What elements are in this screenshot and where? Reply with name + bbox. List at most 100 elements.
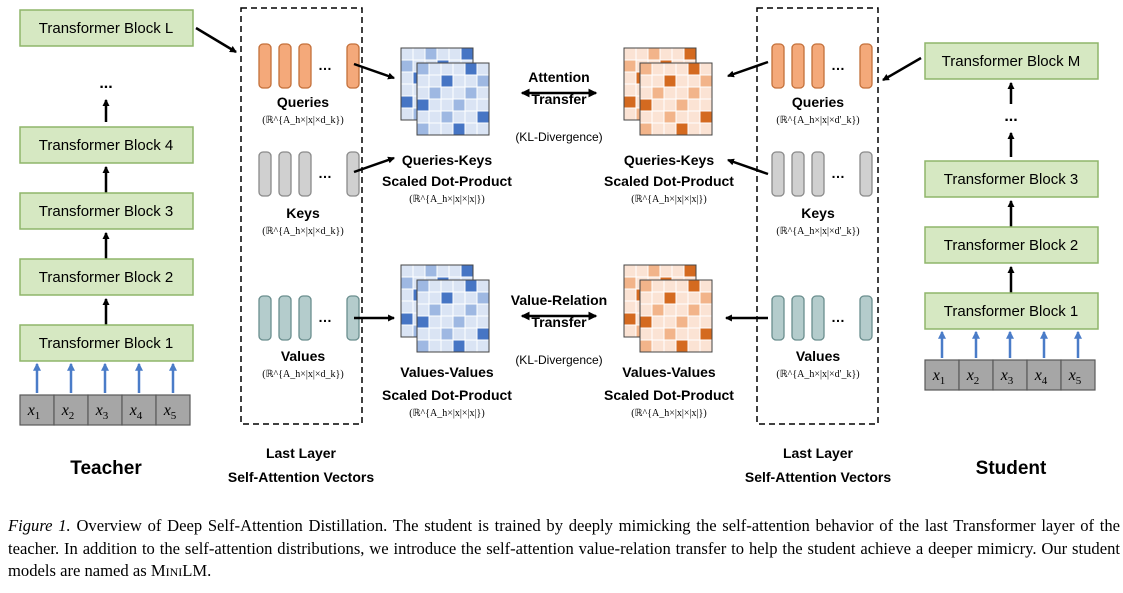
student-vv-cell xyxy=(639,303,653,317)
teacher-vv-label-line2: Scaled Dot-Product xyxy=(382,387,512,403)
teacher-qk-cell xyxy=(428,86,442,100)
teacher-qk-cell xyxy=(428,62,442,76)
teacher-label: Teacher xyxy=(70,458,142,479)
student-keys-to-matrix-arrow xyxy=(727,158,769,176)
teacher-qk-cell xyxy=(460,47,474,61)
student-queries-label: Queries xyxy=(792,94,844,110)
student-qk-cell xyxy=(687,122,701,136)
student-vv-cell xyxy=(675,339,689,353)
teacher-vv-cell xyxy=(416,327,430,341)
student-qk-cell xyxy=(623,59,637,73)
teacher-vv-cell xyxy=(464,327,478,341)
teacher-vv-cell xyxy=(464,291,478,305)
teacher-qk-cell xyxy=(416,62,430,76)
teacher-qk-cell xyxy=(452,110,466,124)
student-to-vectors-arrow xyxy=(882,56,922,82)
teacher-query-vector xyxy=(298,43,312,89)
student-qk-cell xyxy=(663,62,677,76)
teacher-value-vector xyxy=(278,295,292,341)
student-qk-cell xyxy=(639,62,653,76)
student-qk-label-line1: Queries-Keys xyxy=(624,152,714,168)
teacher-vv-cell xyxy=(476,303,490,317)
teacher-vv-cell xyxy=(428,327,442,341)
student-vv-cell xyxy=(623,264,637,278)
teacher-query-vector-ellipsis: … xyxy=(318,57,332,73)
student-value-vector-ellipsis: … xyxy=(831,309,845,325)
attention-transfer-line1: Attention xyxy=(528,69,589,85)
teacher-vv-cell xyxy=(464,279,478,293)
student-qk-cell xyxy=(675,74,689,88)
teacher-qk-cell xyxy=(416,74,430,88)
student-qk-attention-matrix xyxy=(623,47,713,136)
teacher-vv-cell xyxy=(440,303,454,317)
student-vv-cell xyxy=(623,312,637,326)
student-vv-cell xyxy=(687,327,701,341)
student-qk-cell xyxy=(687,98,701,112)
diagram-canvas: Transformer Block L ... Transformer Bloc… xyxy=(19,7,1099,485)
student-value-vector xyxy=(771,295,785,341)
student-qk-cell xyxy=(699,122,713,136)
student-qk-cell xyxy=(623,83,637,97)
student-query-vector xyxy=(771,43,785,89)
teacher-token-box xyxy=(155,394,191,426)
teacher-qk-cell xyxy=(400,59,414,73)
student-qk-cell xyxy=(639,74,653,88)
student-qk-cell xyxy=(699,110,713,124)
student-vv-cell xyxy=(687,315,701,329)
student-block-3 xyxy=(924,160,1099,198)
teacher-qk-attention-matrix xyxy=(400,47,490,136)
teacher-vv-relation-matrix xyxy=(400,264,490,353)
teacher-vv-cell xyxy=(452,315,466,329)
student-qk-cell xyxy=(639,110,653,124)
teacher-vv-cell xyxy=(476,339,490,353)
student-qk-cell xyxy=(639,86,653,100)
teacher-qk-cell xyxy=(440,86,454,100)
teacher-qk-cell xyxy=(416,98,430,112)
teacher-qk-cell xyxy=(436,47,450,61)
student-stack: Transformer Block M ... Transformer Bloc… xyxy=(924,42,1099,479)
student-qk-cell xyxy=(675,62,689,76)
teacher-key-vector xyxy=(298,151,312,197)
teacher-qk-dim: (ℝ^{A_h×|x|×|x|}) xyxy=(409,194,484,205)
teacher-block-1 xyxy=(19,324,194,362)
student-token-box xyxy=(1026,359,1062,391)
student-vv-cell xyxy=(675,279,689,293)
student-qk-cell xyxy=(651,98,665,112)
teacher-key-vector-ellipsis: … xyxy=(318,165,332,181)
teacher-block-3 xyxy=(19,192,194,230)
teacher-qk-cell xyxy=(400,71,414,85)
teacher-vv-cell xyxy=(440,315,454,329)
teacher-token-box xyxy=(53,394,89,426)
student-qk-cell xyxy=(699,74,713,88)
teacher-qk-cell xyxy=(428,74,442,88)
student-vv-cell xyxy=(639,315,653,329)
student-vv-cell xyxy=(651,315,665,329)
teacher-vv-cell xyxy=(440,279,454,293)
student-vv-cell xyxy=(699,315,713,329)
teacher-vv-cell xyxy=(412,264,426,278)
student-vv-cell xyxy=(663,315,677,329)
teacher-vv-cell xyxy=(464,303,478,317)
teacher-vv-cell xyxy=(416,339,430,353)
teacher-vv-cell xyxy=(476,327,490,341)
student-qk-cell xyxy=(639,122,653,136)
student-vv-cell xyxy=(663,291,677,305)
student-block-2-label: Transformer Block 2 xyxy=(944,237,1078,254)
student-vv-cell xyxy=(651,279,665,293)
teacher-vv-cell xyxy=(400,288,414,302)
teacher-vv-cell xyxy=(440,291,454,305)
student-token-box xyxy=(992,359,1028,391)
student-qk-cell xyxy=(647,47,661,61)
student-qk-cell xyxy=(675,110,689,124)
student-qk-cell xyxy=(623,95,637,109)
teacher-qk-cell xyxy=(424,47,438,61)
student-vv-cell xyxy=(647,264,661,278)
student-values-label: Values xyxy=(796,348,841,364)
student-vv-cell xyxy=(683,264,697,278)
teacher-qk-cell xyxy=(452,74,466,88)
teacher-values-dim: (ℝ^{A_h×|x|×d_k}) xyxy=(262,369,343,380)
teacher-qk-cell xyxy=(452,122,466,136)
student-vv-cell xyxy=(651,339,665,353)
student-qk-cell xyxy=(687,62,701,76)
teacher-vv-cell xyxy=(416,291,430,305)
